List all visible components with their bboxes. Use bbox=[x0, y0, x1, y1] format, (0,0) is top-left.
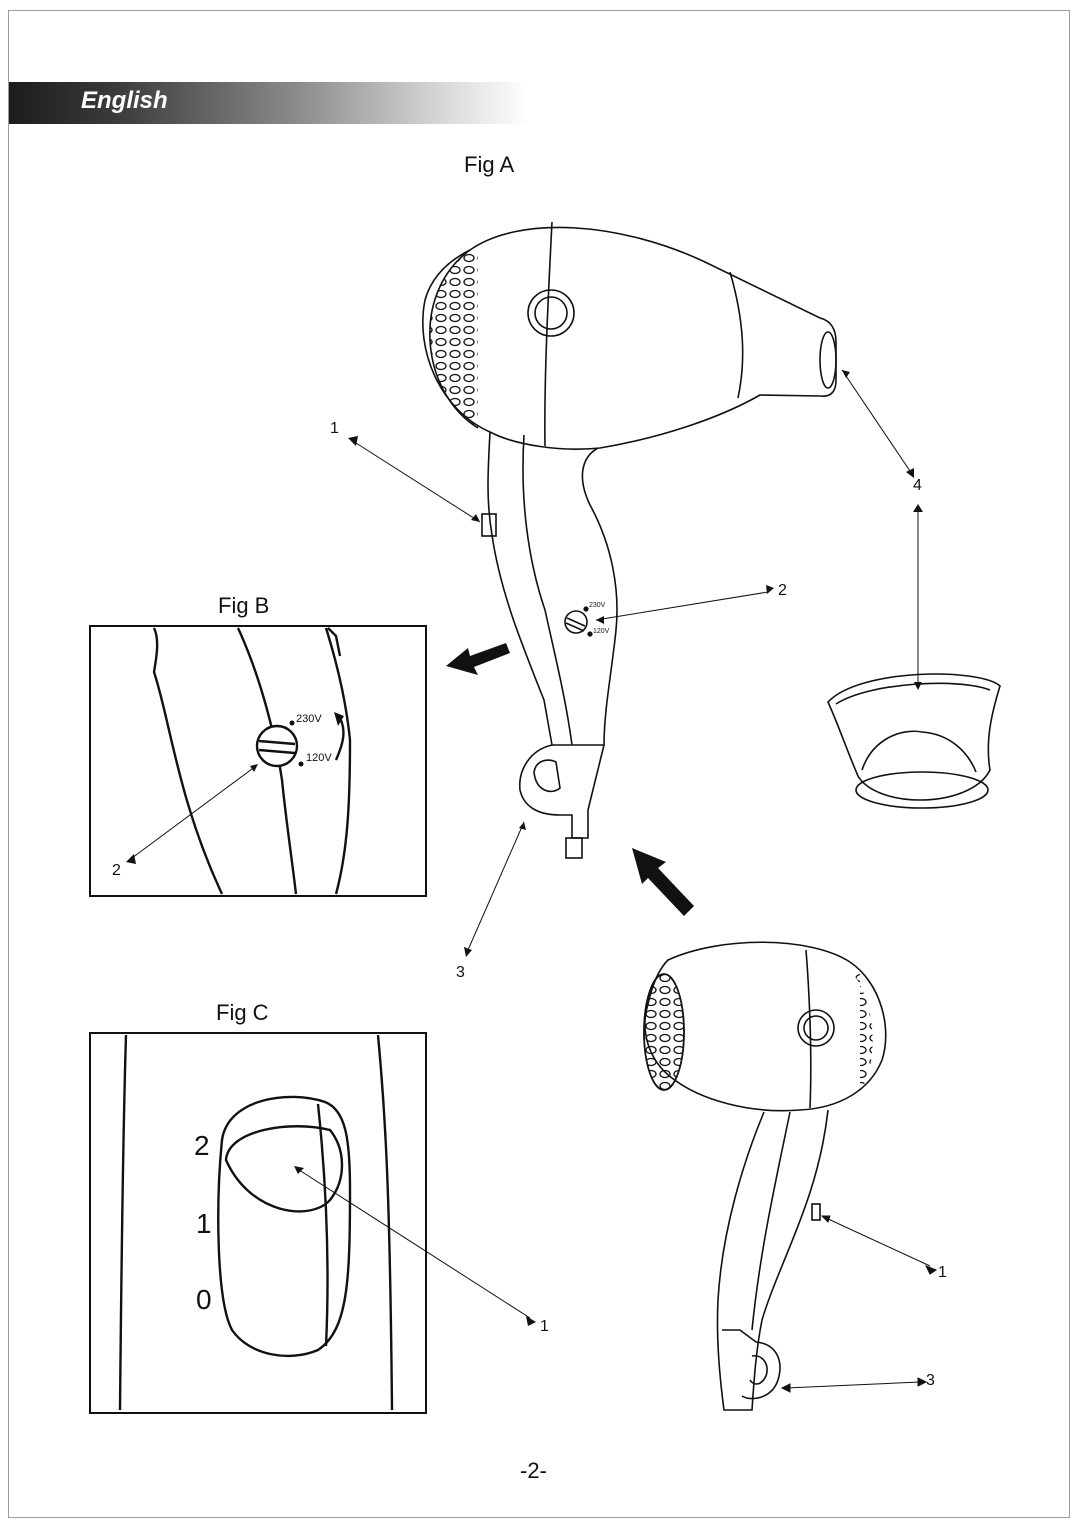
fig-a-arrowheads bbox=[348, 370, 923, 957]
language-label: English bbox=[81, 87, 168, 114]
folded-dryer-illustration bbox=[643, 941, 887, 1411]
fig-b-voltage-high-label: 230V bbox=[296, 713, 322, 725]
language-banner: English bbox=[9, 82, 529, 124]
callout-folded-loop: 3 bbox=[926, 1372, 935, 1389]
speed-position-0: 0 bbox=[196, 1284, 212, 1315]
callout-fig-b-voltage-selector: 2 bbox=[112, 862, 121, 879]
callout-fig-c-switch: 1 bbox=[540, 1318, 549, 1335]
hair-dryer-illustration bbox=[422, 221, 837, 859]
fig-a-leader-lines bbox=[355, 369, 919, 951]
page-frame bbox=[8, 10, 1070, 1518]
fig-a-voltage-high-label: 230V bbox=[589, 602, 606, 609]
callout-fig-a-hanging-loop: 3 bbox=[456, 964, 465, 981]
concentrator-nozzle-illustration bbox=[827, 673, 1001, 809]
callout-folded-switch: 1 bbox=[938, 1264, 947, 1281]
callout-fig-a-switch: 1 bbox=[330, 420, 339, 437]
page-number: -2- bbox=[520, 1458, 547, 1483]
fig-c-title: Fig C bbox=[216, 1000, 269, 1025]
fig-b-box bbox=[89, 625, 427, 897]
callout-fig-a-concentrator: 4 bbox=[913, 477, 922, 494]
fig-a-voltage-low-label: 120V bbox=[593, 628, 610, 635]
direction-arrows bbox=[446, 643, 694, 916]
folded-leader-lines bbox=[780, 1215, 938, 1393]
fig-c-box bbox=[89, 1032, 536, 1414]
speed-position-2: 2 bbox=[194, 1130, 210, 1161]
fig-b-voltage-low-label: 120V bbox=[306, 752, 332, 764]
fig-b-title: Fig B bbox=[218, 593, 270, 618]
fig-a-title: Fig A bbox=[464, 152, 515, 177]
callout-fig-a-voltage-selector: 2 bbox=[778, 582, 787, 599]
speed-position-1: 1 bbox=[196, 1208, 212, 1239]
